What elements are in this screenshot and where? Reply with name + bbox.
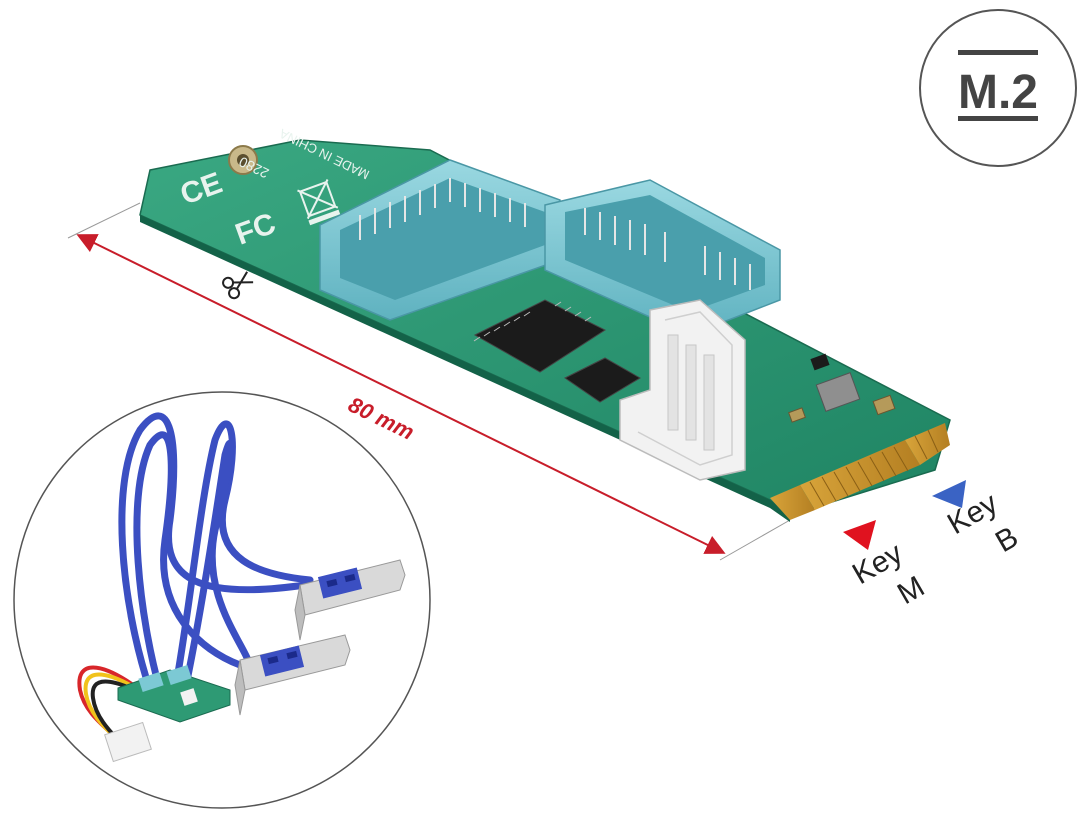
m2-card: CE FC 2280 MADE IN CHINA: [139, 126, 951, 522]
capacitor: [788, 407, 806, 423]
accessory-inset: [13, 391, 431, 809]
key-b-letter: B: [990, 520, 1024, 559]
small-ic: [564, 357, 641, 403]
key-b-label: Key B: [932, 480, 1024, 559]
dimension-arrow: [76, 234, 726, 554]
key-m-label: Key M: [843, 520, 930, 611]
usb-cables: [118, 412, 314, 694]
weee-bin-icon: [297, 179, 341, 226]
key-m-letter: M: [892, 570, 930, 611]
m2-badge: M.2: [919, 9, 1077, 167]
usb-header-1: [319, 159, 561, 321]
key-m-triangle: [843, 520, 876, 550]
usb-header-2: [544, 179, 781, 336]
capacitor: [872, 394, 896, 416]
molex-connector: [104, 721, 152, 763]
power-connector: [619, 299, 746, 481]
m2-badge-text: M.2: [958, 66, 1038, 119]
key-b-triangle: [932, 480, 966, 508]
pci-bracket-2: [234, 634, 351, 716]
transistor: [810, 353, 830, 371]
controller-chip: [473, 299, 607, 373]
pci-bracket-1: [294, 559, 406, 641]
inductor: [815, 372, 861, 412]
mini-card: [117, 664, 231, 723]
edge-connector: [770, 423, 950, 520]
length-label: 80 mm: [344, 392, 418, 445]
scissors-icon: [222, 271, 254, 300]
